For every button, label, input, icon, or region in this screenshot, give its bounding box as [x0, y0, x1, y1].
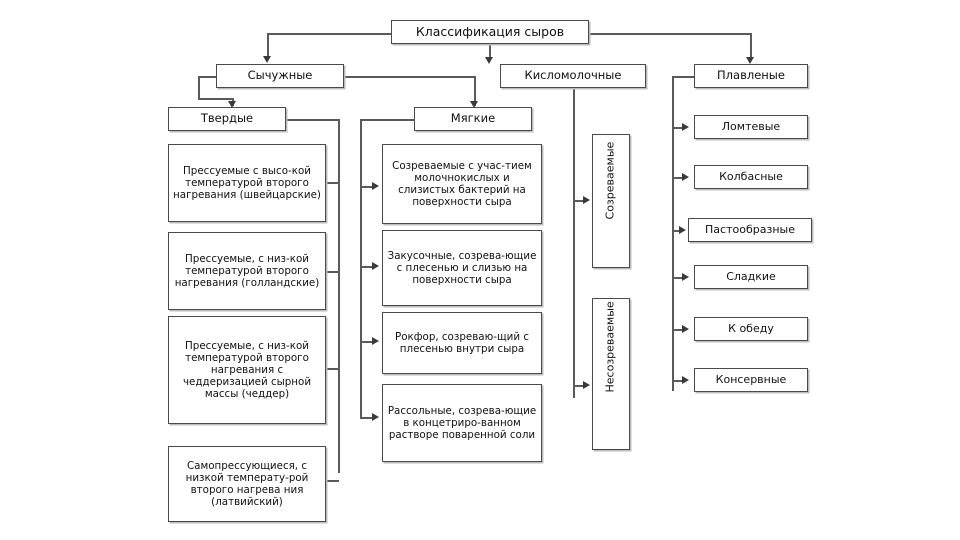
connector-processed-3 [672, 230, 681, 232]
node-hard-label: Твердые [200, 111, 254, 126]
connector-soft-bus-top [360, 119, 414, 121]
leaf-soft-2[interactable]: Закусочные, созрева-ющие с плесенью и сл… [382, 230, 542, 306]
leaf-hard-1[interactable]: Прессуемые с высо-кой температурой второ… [168, 144, 326, 222]
leaf-soft-3[interactable]: Рокфор, созреваю-щий с плесенью внутри с… [382, 312, 542, 374]
arrow-processed-1 [682, 123, 689, 131]
leaf-processed-3-label: Пастообразные [705, 222, 795, 236]
leaf-processed-6[interactable]: Консервные [694, 368, 808, 392]
node-processed[interactable]: Плавленые [694, 64, 808, 88]
leaf-processed-5-label: К обеду [728, 321, 774, 335]
node-sour-milk-label: Кисломолочные [524, 68, 622, 83]
connector-soft-3 [360, 341, 374, 343]
leaf-processed-3[interactable]: Пастообразные [688, 218, 812, 242]
arrow-root-to-sourmilk [485, 57, 493, 64]
node-soft[interactable]: Мягкие [414, 107, 532, 131]
leaf-hard-4-label: Самопрессующиеся, с низкой температу-рой… [185, 459, 309, 509]
leaf-sourmilk-1[interactable]: Созреваемые [592, 134, 630, 268]
arrow-sourmilk-2 [583, 381, 590, 389]
leaf-processed-4[interactable]: Сладкие [694, 265, 808, 289]
connector-processed-2 [672, 177, 684, 179]
leaf-hard-3[interactable]: Прессуемые, с низ-кой температурой второ… [168, 316, 326, 424]
connector-sourmilk-bus [573, 88, 575, 398]
leaf-processed-4-label: Сладкие [726, 269, 776, 283]
node-root-label: Классификация сыров [415, 23, 565, 39]
connector-processed-bus [672, 76, 674, 391]
connector-hard-4 [326, 480, 339, 482]
arrow-processed-3 [679, 226, 686, 234]
connector-hard-2 [326, 271, 339, 273]
connector-hard-bus [338, 119, 340, 473]
arrow-soft-3 [372, 337, 379, 345]
connector-processed-5 [672, 329, 684, 331]
leaf-sourmilk-2[interactable]: Несозреваемые [592, 298, 630, 450]
connector-root-to-processed [750, 33, 752, 59]
leaf-sourmilk-2-label: Несозреваемые [603, 300, 617, 392]
connector-rennet-left-across [198, 98, 232, 100]
leaf-soft-1-label: Созреваемые с учас-тием молочнокислых и … [392, 159, 532, 209]
connector-processed-bus-top [672, 76, 694, 78]
node-rennet-label: Сычужные [247, 68, 313, 83]
arrow-rennet-to-hard [228, 101, 236, 108]
arrow-processed-6 [682, 376, 689, 384]
connector-processed-6 [672, 380, 684, 382]
connector-rennet-right [344, 76, 475, 78]
connector-hard-bus-top [286, 119, 340, 121]
connector-sourmilk-2 [573, 385, 585, 387]
connector-processed-4 [672, 277, 684, 279]
arrow-processed-5 [682, 325, 689, 333]
leaf-soft-2-label: Закусочные, созрева-ющие с плесенью и сл… [387, 249, 537, 287]
leaf-hard-2[interactable]: Прессуемые, с низ-кой температурой второ… [168, 232, 326, 310]
arrow-root-to-rennet [263, 56, 271, 63]
arrow-processed-2 [682, 173, 689, 181]
connector-root-bus [267, 33, 489, 35]
leaf-soft-3-label: Рокфор, созреваю-щий с плесенью внутри с… [394, 330, 529, 355]
arrow-soft-1 [372, 182, 379, 190]
leaf-processed-6-label: Консервные [715, 372, 787, 386]
connector-soft-4 [360, 417, 374, 419]
arrow-sourmilk-1 [583, 196, 590, 204]
leaf-soft-1[interactable]: Созреваемые с учас-тием молочнокислых и … [382, 144, 542, 224]
connector-sourmilk-1 [573, 200, 585, 202]
leaf-processed-5[interactable]: К обеду [694, 317, 808, 341]
leaf-processed-1[interactable]: Ломтевые [694, 115, 808, 139]
leaf-hard-4[interactable]: Самопрессующиеся, с низкой температу-рой… [168, 446, 326, 522]
arrow-rennet-to-soft [470, 101, 478, 108]
arrow-processed-4 [682, 273, 689, 281]
connector-soft-1 [360, 186, 374, 188]
node-processed-label: Плавленые [717, 68, 785, 83]
connector-root-to-rennet [267, 33, 269, 58]
leaf-processed-2[interactable]: Колбасные [694, 165, 808, 189]
node-rennet[interactable]: Сычужные [216, 64, 344, 88]
node-soft-label: Мягкие [450, 111, 496, 126]
arrow-root-to-processed [746, 57, 754, 64]
leaf-soft-4-label: Рассольные, созрева-ющие в концетриро-ва… [387, 404, 537, 442]
leaf-processed-1-label: Ломтевые [721, 119, 781, 133]
node-hard[interactable]: Твердые [168, 107, 286, 131]
connector-processed-1 [672, 127, 684, 129]
connector-root-to-sourmilk [489, 44, 491, 60]
leaf-soft-4[interactable]: Рассольные, созрева-ющие в концетриро-ва… [382, 384, 542, 462]
arrow-soft-2 [372, 262, 379, 270]
leaf-hard-1-label: Прессуемые с высо-кой температурой второ… [173, 164, 321, 202]
connector-root-bus-right [589, 33, 750, 35]
node-sour-milk[interactable]: Кисломолочные [500, 64, 646, 88]
connector-rennet-left-down [198, 76, 200, 100]
connector-soft-bus [360, 119, 362, 417]
leaf-hard-3-label: Прессуемые, с низ-кой температурой второ… [182, 339, 312, 401]
connector-rennet-to-soft [474, 76, 476, 106]
connector-hard-3 [326, 368, 339, 370]
leaf-sourmilk-1-label: Созреваемые [603, 141, 617, 219]
connector-rennet-left-in [198, 76, 216, 78]
leaf-processed-2-label: Колбасные [719, 169, 783, 183]
connector-soft-2 [360, 266, 374, 268]
leaf-hard-2-label: Прессуемые, с низ-кой температурой второ… [174, 252, 320, 290]
node-root[interactable]: Классификация сыров [391, 20, 589, 44]
connector-hard-1 [326, 182, 339, 184]
arrow-soft-4 [372, 413, 379, 421]
